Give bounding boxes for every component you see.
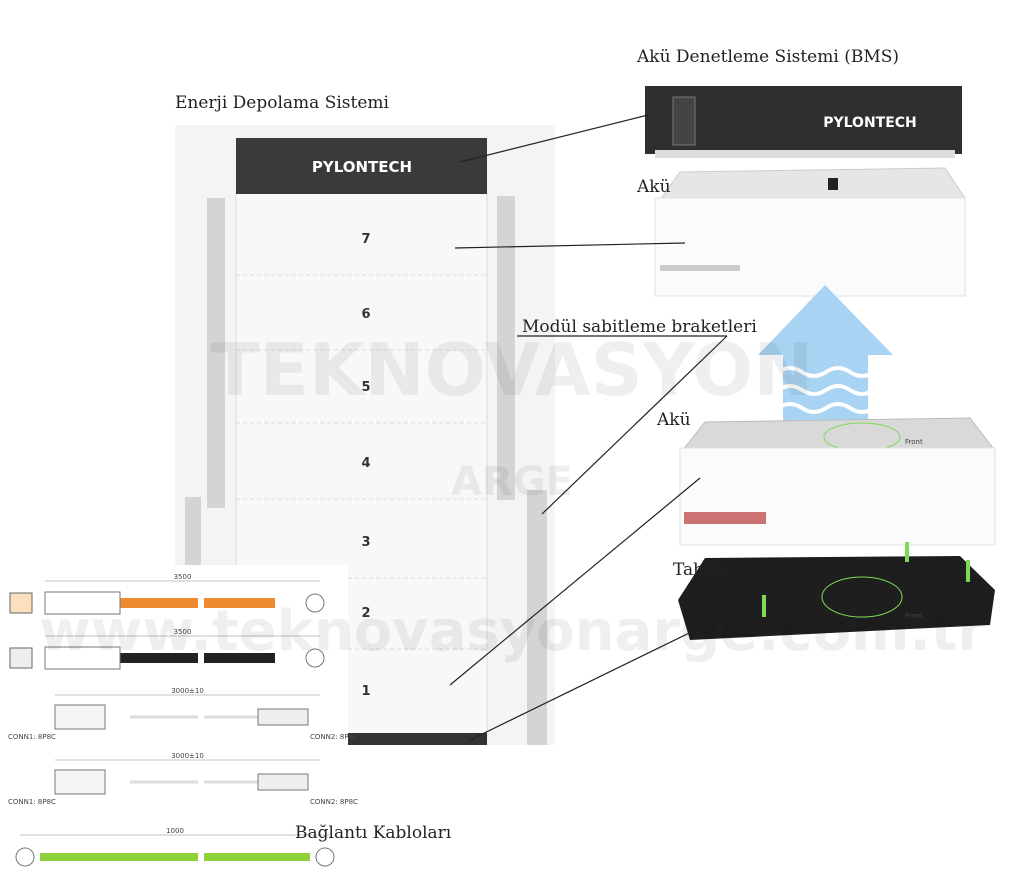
battery-bottom [679,447,996,546]
pylontech-logo: PYLONTECH [312,158,412,176]
cable-wire [120,653,275,663]
plug-housing [44,591,121,615]
front-label: Front [905,438,923,446]
cable: 3500 [9,628,325,670]
ring-terminal [315,847,335,867]
battery-top [654,197,966,297]
module-number: 7 [361,232,370,247]
cable-wire [120,598,275,608]
rj45-plug [257,708,309,726]
cable-length: 3000±10 [171,687,204,695]
label-bms: Akü Denetleme Sistemi (BMS) [636,47,899,67]
label-brackets: Modül sabitleme braketleri [522,317,757,337]
watermark-sub: ARGE [451,459,573,505]
cable-break [198,597,204,609]
battery-top-slot [660,265,740,271]
conn2-label: CONN2: 8P8C [310,798,358,806]
cable-length: 3000±10 [171,752,204,760]
connector-icon [9,647,33,669]
cable: 1000 [15,827,335,867]
bms-logo: PYLONTECH [823,115,917,131]
watermark: TEKNOVASYON [210,328,813,412]
module-number: 1 [361,684,370,699]
cable-length: 3500 [174,573,192,581]
ring-terminal [305,648,325,668]
base-pin [762,595,766,617]
leader-lines [449,114,728,741]
gland-connector [54,769,106,795]
watermark-url: www.teknovasyonarge.com.tr [39,599,986,664]
battery-top-lid [659,167,966,201]
plug-housing [44,646,121,670]
gland-connector [54,704,106,730]
cable-wire [40,853,310,861]
base-tray [678,556,995,640]
label-battery-top: Akü [636,177,671,197]
base-front-label: Front [905,612,923,620]
module-number: 3 [361,535,370,550]
module-number: 6 [361,307,370,322]
bracket-left-upper [207,198,225,508]
label-cables: Bağlantı Kabloları [295,823,452,843]
label-energy-storage-system: Enerji Depolama Sistemi [175,93,390,113]
bms-bottom-edge [655,150,955,158]
cable: 3500 [9,573,325,615]
bracket-right-upper [497,196,515,500]
module-number: 5 [361,380,370,395]
bracket-right-lower [527,490,547,745]
cable-break [198,714,204,720]
bms-unit [645,86,962,154]
cable-break [198,852,204,862]
base-pin [966,560,970,582]
conn1-label: CONN1: 8P8C [8,733,56,741]
battery-bottom-slot [684,512,766,524]
label-battery-bottom: Akü [656,410,691,430]
cable-break [198,652,204,664]
cable-break [198,779,204,785]
conn2-label: CONN2: 8P8C [310,733,358,741]
label-base: Taban [673,560,725,580]
ring-terminal [305,593,325,613]
bms-display [672,96,696,146]
battery-bottom-lid [681,417,995,451]
arrow-waves [776,366,876,414]
cable-length: 1000 [166,827,184,835]
module-number: 4 [361,456,370,471]
module-number: 2 [361,606,370,621]
conn1-label: CONN1: 8P8C [8,798,56,806]
ring-terminal [15,847,35,867]
base-front-highlight [821,576,903,618]
bms-header [236,138,487,194]
base-pin [905,542,909,562]
cable-length: 3500 [174,628,192,636]
battery-top-connector [828,178,838,190]
connector-icon [9,592,33,614]
rj45-plug [257,773,309,791]
